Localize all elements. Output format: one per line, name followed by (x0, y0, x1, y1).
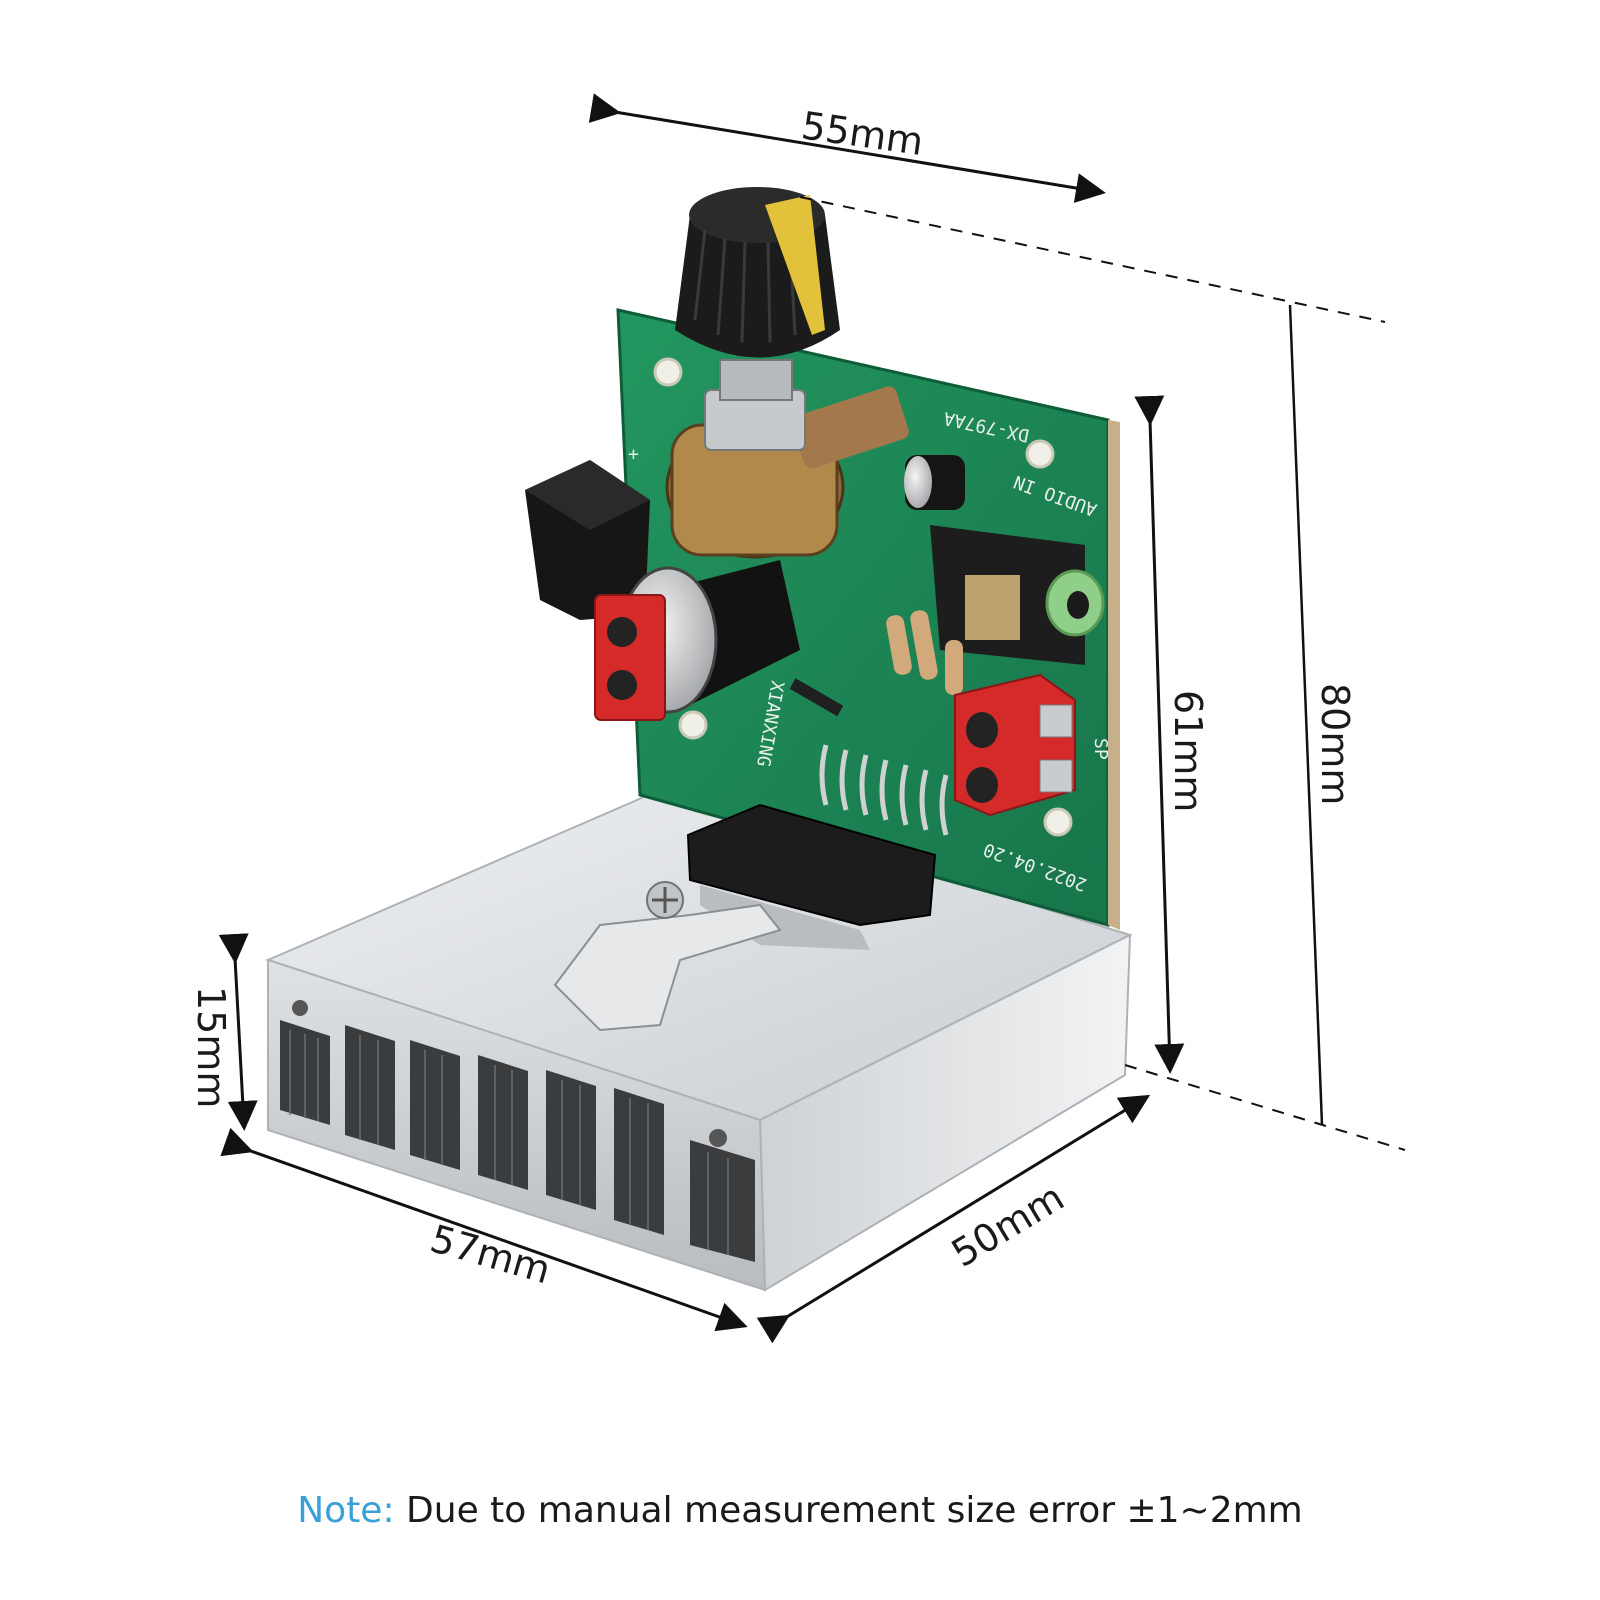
label-board-height: 61mm (1166, 690, 1210, 812)
label-board-width: 55mm (799, 103, 926, 164)
dimension-arrow-heatsink-height (218, 933, 258, 1131)
dimension-arrow-total-height (1288, 304, 1324, 1126)
amplifier-chip (553, 744, 949, 1032)
note-label: Note: (297, 1490, 395, 1531)
dimension-arrow-heatsink-width (220, 1127, 748, 1332)
dimension-arrow-board-width (588, 93, 1106, 203)
label-heatsink-depth: 50mm (944, 1175, 1072, 1276)
speaker-terminal-block (954, 673, 1076, 817)
label-heatsink-width: 57mm (426, 1216, 556, 1292)
dimension-arrow-heatsink-depth (756, 1094, 1151, 1344)
measurement-note: Note: Due to manual measurement size err… (0, 1490, 1600, 1531)
volume-potentiometer (665, 359, 909, 559)
label-heatsink-height: 15mm (189, 986, 233, 1108)
dimension-lines (218, 93, 1406, 1344)
label-total-height: 80mm (1313, 683, 1357, 805)
volume-knob[interactable] (675, 187, 840, 358)
dimension-arrow-board-height (1134, 395, 1185, 1074)
pcb-plus-mark: + (628, 444, 639, 465)
note-text: Due to manual measurement size error ±1~… (406, 1490, 1303, 1531)
audio-input-jack (930, 525, 1105, 665)
electrolytic-capacitor-small (904, 455, 965, 510)
dc-power-jack (525, 460, 650, 620)
power-terminal-block (594, 594, 666, 721)
pcb-speaker-text: SP (1090, 738, 1111, 760)
resistors (789, 610, 963, 717)
